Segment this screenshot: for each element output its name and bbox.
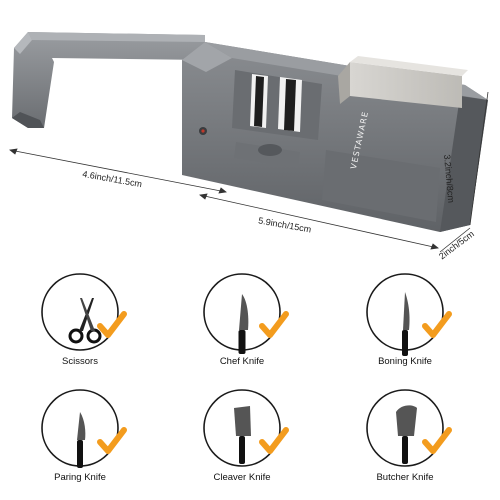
tool-label: Paring Knife — [54, 472, 106, 483]
checkmark-icon — [259, 311, 289, 338]
tool-tile: Butcher Knife — [335, 384, 475, 494]
tool-tile: Boning Knife — [335, 268, 475, 378]
checkmark-icon — [97, 311, 127, 338]
cleaver-knife-icon — [203, 389, 289, 467]
chef-knife-icon — [203, 273, 289, 354]
tool-label: Boning Knife — [378, 356, 432, 367]
paring-knife-icon — [41, 389, 127, 468]
product-illustration: 4.6inch/11.5cm 5.9inch/15cm 3.2inch/8cm … — [9, 32, 489, 261]
tool-tile: Scissors — [10, 268, 150, 378]
tool-label: Chef Knife — [219, 356, 265, 367]
checkmark-icon — [422, 311, 452, 338]
tool-label: Cleaver Knife — [213, 472, 271, 483]
dimension-lines — [9, 91, 489, 253]
tool-tile: Chef Knife — [172, 268, 312, 378]
checkmark-icon — [259, 427, 289, 454]
handle — [12, 32, 205, 128]
tool-label: Butcher Knife — [376, 472, 434, 483]
tool-label: Scissors — [62, 356, 98, 367]
scissors-icon — [41, 273, 127, 351]
sharpener-body — [182, 42, 488, 232]
checkmark-icon — [97, 427, 127, 454]
checkmark-icon — [422, 427, 452, 454]
butcher-knife-icon — [366, 389, 452, 467]
tool-tile: Paring Knife — [10, 384, 150, 494]
boning-knife-icon — [366, 273, 452, 356]
tool-tile: Cleaver Knife — [172, 384, 312, 494]
knife-sharpener-image — [9, 32, 489, 253]
